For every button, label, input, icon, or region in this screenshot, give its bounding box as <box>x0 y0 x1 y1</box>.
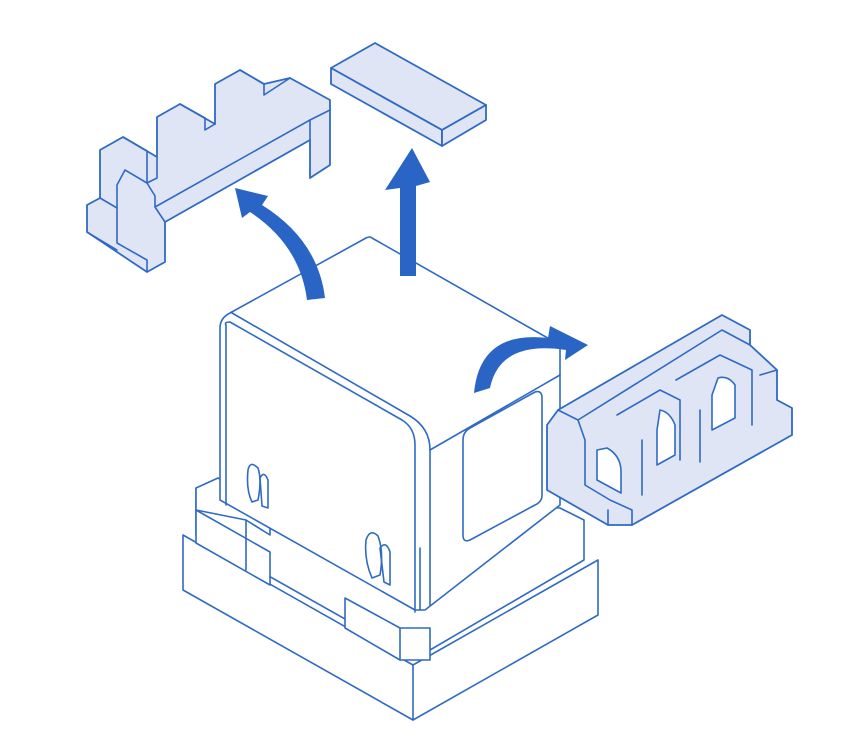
arrow-curved-left-icon <box>235 188 325 300</box>
left-foam-insert-icon <box>86 69 331 273</box>
top-cover-icon <box>330 42 487 147</box>
right-foam-insert-icon <box>546 314 793 526</box>
arrow-up-icon <box>385 148 430 276</box>
device-box-icon <box>219 236 561 613</box>
arrow-curved-right-icon <box>474 326 588 393</box>
